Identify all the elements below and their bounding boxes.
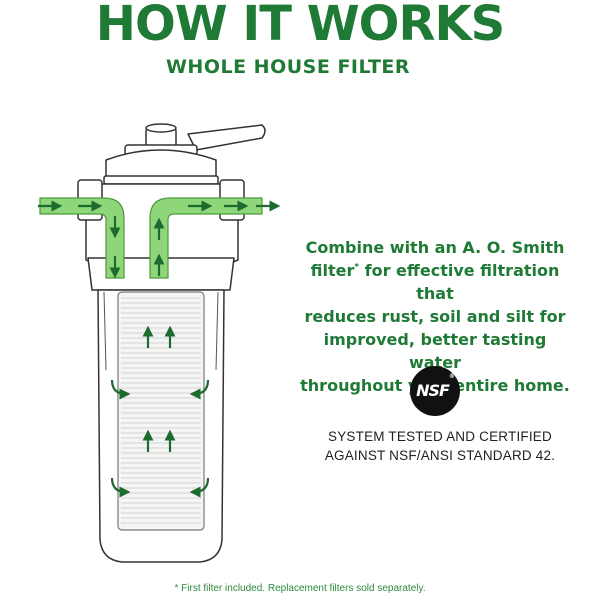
arrow-curve-4	[189, 477, 210, 498]
description-line-3: reduces rust, soil and silt for	[304, 307, 566, 326]
page-title: HOW IT WORKS	[95, 0, 505, 52]
page-subtitle: WHOLE HOUSE FILTER	[165, 56, 411, 78]
footnote: * First filter included. Replacement fil…	[174, 583, 426, 594]
cap-ring	[103, 175, 219, 185]
description-line-4: improved, better tasting water	[323, 330, 547, 372]
valve-top	[145, 123, 177, 133]
cartridge-pleats	[121, 297, 201, 524]
nsf-logo-text: NSF	[416, 381, 450, 400]
bowl-rim-right	[215, 291, 219, 371]
description-line-2-end: for effective filtration that	[359, 261, 560, 303]
description-line-2-start: filter	[310, 261, 355, 280]
description-line-1: Combine with an A. O. Smith	[305, 238, 565, 257]
nsf-logo: NSF®	[410, 366, 460, 416]
arrow-curve-2	[189, 379, 210, 400]
flow-arrows	[38, 200, 281, 498]
certification-line-1: SYSTEM TESTED AND CERTIFIED	[328, 429, 552, 444]
bowl-rim-left	[103, 291, 107, 371]
cap-dome	[105, 149, 217, 179]
arrow-curve-1	[110, 379, 131, 400]
nsf-registered-mark: ®	[448, 373, 455, 380]
product-description: Combine with an A. O. Smith filter* for …	[300, 236, 570, 397]
footnote-mark: *	[354, 262, 360, 273]
inlet-flow	[39, 197, 125, 279]
arrow-curve-3	[110, 477, 131, 498]
description-line-2: filter* for effective filtration that	[300, 259, 570, 305]
outlet-flow	[149, 197, 263, 279]
filter-cartridge	[117, 291, 205, 531]
valve-handle	[187, 124, 266, 151]
certification-text: SYSTEM TESTED AND CERTIFIED AGAINST NSF/…	[310, 427, 570, 465]
certification-line-2: AGAINST NSF/ANSI STANDARD 42.	[324, 448, 556, 463]
